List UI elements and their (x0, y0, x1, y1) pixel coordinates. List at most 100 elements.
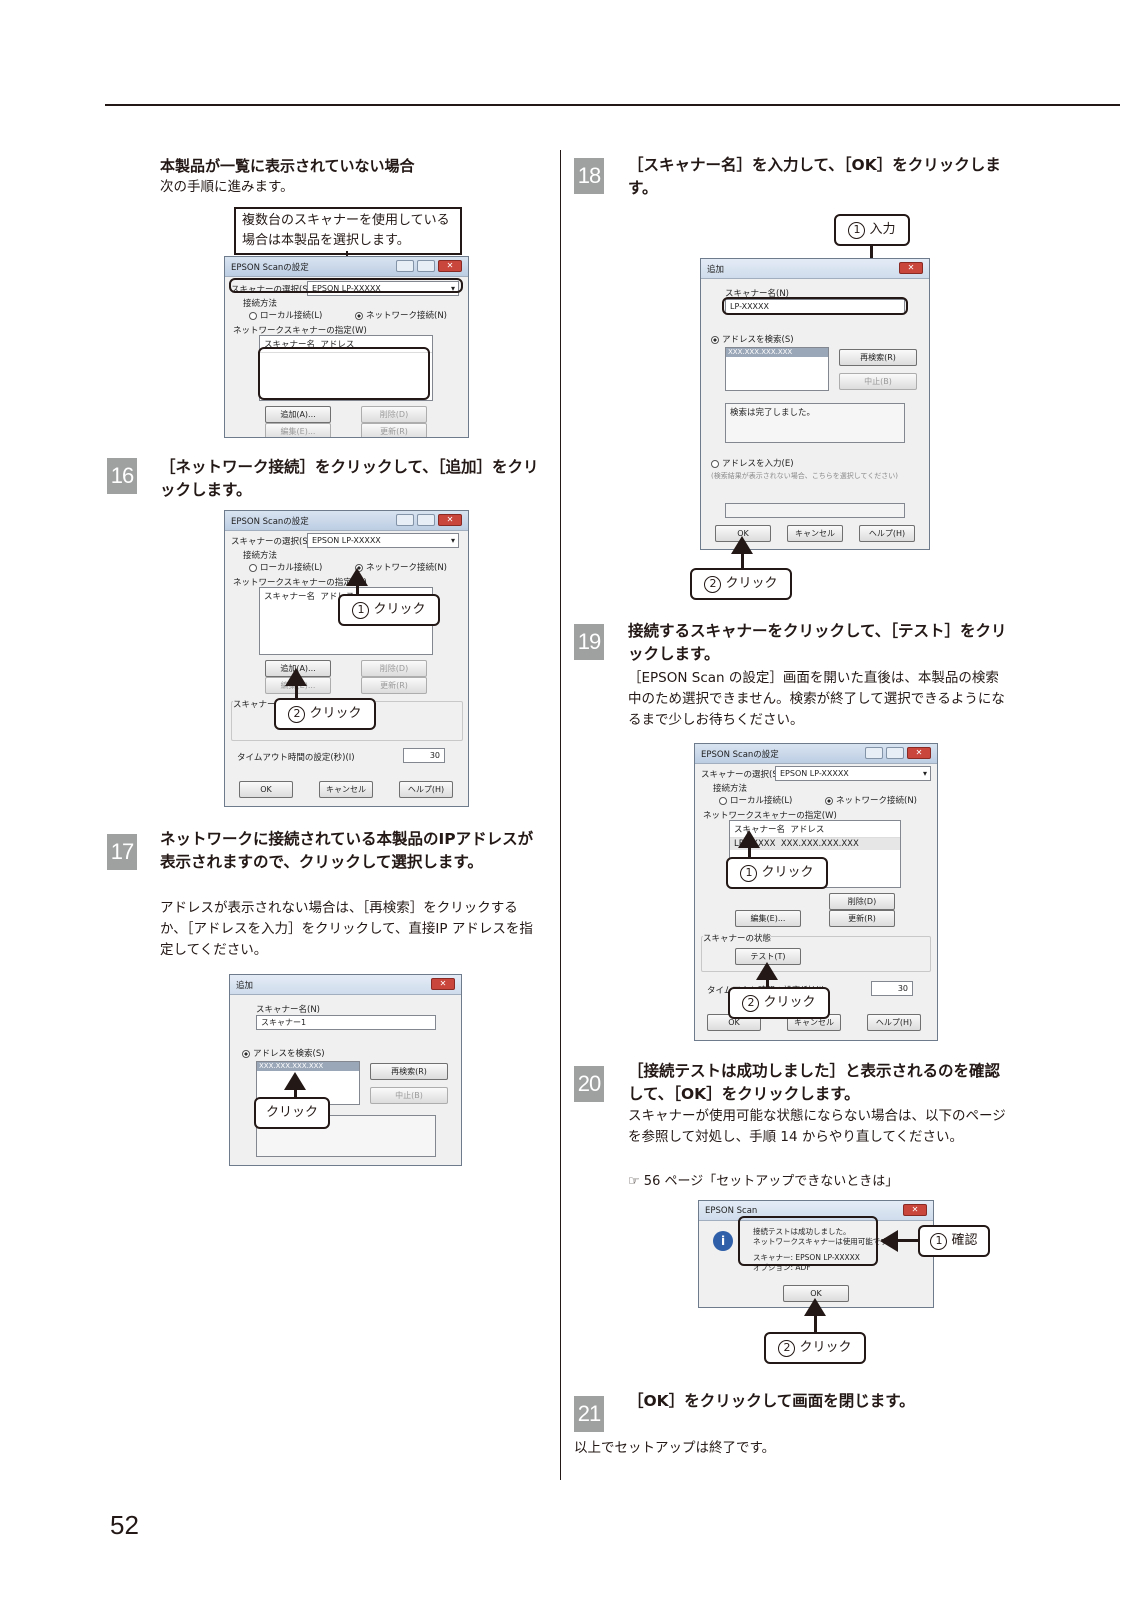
add-scanner-dialog: 追加 ✕ スキャナー名(N) LP-XXXXX アドレスを検索(S) XXX.X… (700, 258, 930, 550)
edit-button[interactable]: 編集(E)... (265, 423, 331, 437)
close-icon[interactable]: ✕ (899, 262, 923, 274)
num-circle: 2 (704, 576, 722, 593)
close-icon[interactable]: ✕ (907, 747, 931, 759)
page-ref-text[interactable]: 56 ページ「セットアップできないときは」 (643, 1174, 899, 1189)
num-circle: 1 (848, 222, 866, 239)
highlight-message (738, 1216, 878, 1266)
dialog-title: 追加 (707, 264, 725, 275)
local-label: ローカル接続(L) (730, 796, 793, 806)
result-line: ネットワークスキャナーは使用可能です。 (753, 1237, 895, 1246)
step-body: スキャナーが使用可能な状態にならない場合は、以下のページを参照して対処し、手順 … (628, 1108, 1006, 1145)
info-icon: i (713, 1231, 733, 1251)
address-item[interactable]: XXX.XXX.XXX.XXX (726, 348, 828, 357)
address-item[interactable]: XXX.XXX.XXX.XXX (257, 1062, 359, 1071)
col-addr: アドレス (320, 592, 354, 602)
minimize-icon[interactable] (396, 514, 414, 526)
search-radio[interactable]: アドレスを検索(S) (711, 333, 794, 345)
arrow-up (284, 1072, 306, 1090)
local-radio[interactable]: ローカル接続(L) (249, 309, 322, 321)
timeout-input[interactable]: 30 (871, 981, 913, 996)
close-icon[interactable]: ✕ (431, 978, 455, 990)
net-spec-label: ネットワークスキャナーの指定(W) (233, 578, 367, 588)
add-button[interactable]: 追加(A)... (265, 406, 331, 423)
network-radio[interactable]: ネットワーク接続(N) (355, 309, 447, 321)
timeout-label: タイムアウト時間の設定(秒)(I) (237, 753, 355, 763)
edit-button[interactable]: 編集(E)... (735, 910, 801, 927)
net-spec-label: ネットワークスキャナーの指定(W) (703, 811, 837, 821)
callout-text: クリック (725, 576, 778, 591)
step-number: 17 (107, 834, 137, 870)
scanner-select-label: スキャナーの選択(S) (231, 285, 312, 295)
num-circle: 2 (742, 995, 760, 1012)
network-radio[interactable]: ネットワーク接続(N) (355, 561, 447, 573)
dialog-title: EPSON Scan (705, 1205, 758, 1216)
arrow-left (880, 1230, 898, 1252)
ok-button[interactable]: OK (239, 781, 293, 798)
close-icon[interactable]: ✕ (438, 260, 462, 272)
address-input[interactable] (725, 503, 905, 518)
timeout-input[interactable]: 30 (403, 748, 445, 763)
step-heading: ネットワークに接続されている本製品のIPアドレスが表示されますので、クリックして… (160, 830, 534, 871)
search-label: アドレスを検索(S) (722, 335, 794, 345)
callout-text: クリック (309, 706, 362, 721)
highlight-scanner-select (229, 278, 463, 293)
num-circle: 2 (288, 706, 306, 723)
step-heading: ［ネットワーク接続］をクリックして、［追加］をクリックします。 (160, 458, 539, 499)
step-heading: 接続するスキャナーをクリックして、［テスト］をクリックします。 (628, 622, 1007, 663)
arrow-stem (356, 584, 359, 596)
search-label: アドレスを検索(S) (253, 1049, 325, 1059)
scanner-name-input[interactable]: スキャナー1 (256, 1015, 436, 1030)
research-button[interactable]: 再検索(R) (370, 1063, 448, 1080)
chevron-down-icon: ▾ (450, 284, 455, 293)
delete-button[interactable]: 削除(D) (361, 406, 427, 423)
result-scanner: スキャナー: EPSON LP-XXXXX (753, 1253, 860, 1262)
scanner-list[interactable]: スキャナー名 アドレス (259, 335, 433, 401)
status-text: 検索は完了しました。 (730, 408, 816, 418)
maximize-icon[interactable] (886, 747, 904, 759)
help-button[interactable]: ヘルプ(H) (867, 1014, 921, 1031)
help-button[interactable]: ヘルプ(H) (859, 525, 915, 542)
delete-button[interactable]: 削除(D) (829, 893, 895, 910)
maximize-icon[interactable] (417, 514, 435, 526)
maximize-icon[interactable] (417, 260, 435, 272)
scanner-select-label: スキャナーの選択(S) (231, 537, 312, 547)
arrow-stem (766, 978, 769, 990)
minimize-icon[interactable] (396, 260, 414, 272)
dialog-title: EPSON Scanの設定 (231, 516, 309, 527)
network-label: ネットワーク接続(N) (366, 563, 447, 573)
enter-radio[interactable]: アドレスを入力(E) (711, 457, 794, 469)
step-body: ［EPSON Scan の設定］画面を開いた直後は、本製品の検索中のため選択でき… (628, 670, 1005, 728)
stop-button[interactable]: 中止(B) (839, 373, 917, 390)
research-button[interactable]: 再検索(R) (839, 349, 917, 366)
scanner-select[interactable]: EPSON LP-XXXXX▾ (307, 533, 459, 548)
arrow-up (346, 568, 368, 586)
cancel-button[interactable]: キャンセル (787, 525, 843, 542)
conn-method-label: 接続方法 (243, 299, 278, 309)
scanner-status-group (701, 936, 931, 972)
address-list[interactable]: XXX.XXX.XXX.XXX (725, 347, 829, 391)
update-button[interactable]: 更新(R) (829, 910, 895, 927)
local-radio[interactable]: ローカル接続(L) (719, 794, 792, 806)
num-circle: 1 (352, 602, 370, 619)
num-circle: 2 (778, 1340, 796, 1357)
minimize-icon[interactable] (865, 747, 883, 759)
local-radio[interactable]: ローカル接続(L) (249, 561, 322, 573)
scanner-select-value: EPSON LP-XXXXX (780, 769, 849, 778)
close-icon[interactable]: ✕ (438, 514, 462, 526)
search-radio[interactable]: アドレスを検索(S) (242, 1047, 325, 1059)
network-radio[interactable]: ネットワーク接続(N) (825, 794, 917, 806)
help-button[interactable]: ヘルプ(H) (399, 781, 453, 798)
arrow-stem (295, 684, 298, 700)
scanner-select[interactable]: EPSON LP-XXXXX▾ (775, 766, 931, 781)
update-button[interactable]: 更新(R) (361, 423, 427, 437)
update-button[interactable]: 更新(R) (361, 677, 427, 694)
cancel-button[interactable]: キャンセル (319, 781, 373, 798)
ok-button[interactable]: OK (715, 525, 771, 542)
close-icon[interactable]: ✕ (903, 1204, 927, 1216)
stop-button[interactable]: 中止(B) (370, 1087, 448, 1104)
delete-button[interactable]: 削除(D) (361, 660, 427, 677)
